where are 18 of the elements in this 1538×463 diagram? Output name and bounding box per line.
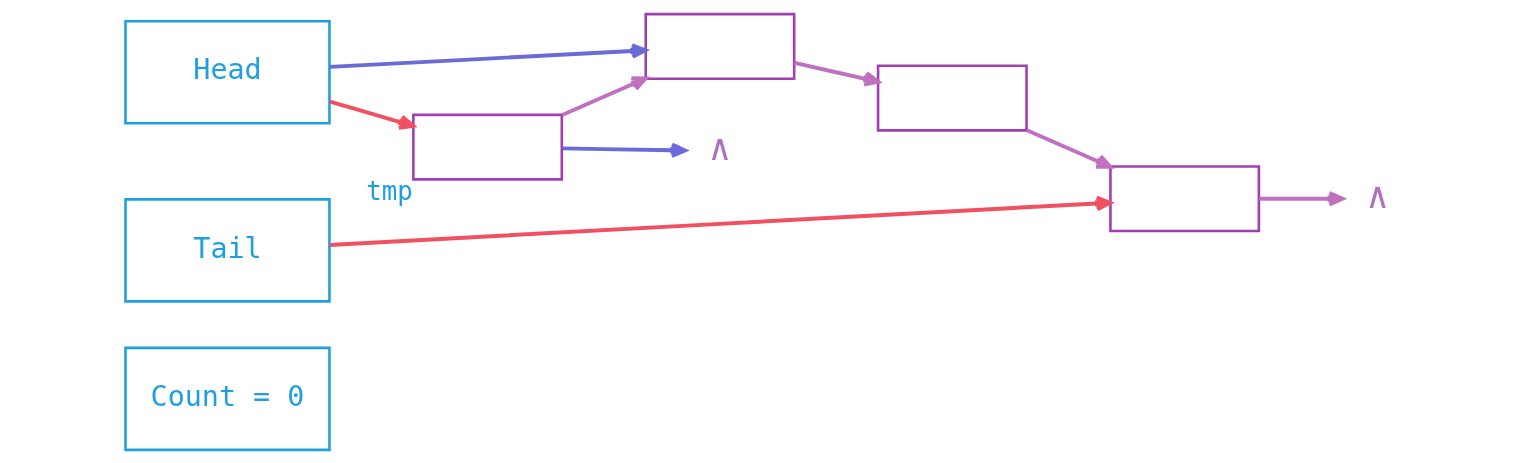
node-box: Count = 0	[124, 346, 331, 451]
arrow	[329, 42, 648, 69]
arrow	[794, 60, 880, 86]
arrow	[562, 141, 687, 158]
node-text: ∧	[1366, 173, 1389, 217]
node-box: Tail	[124, 197, 331, 303]
node-box	[1109, 164, 1261, 232]
node-box	[644, 12, 796, 80]
node-label: tmp	[366, 175, 413, 206]
node-box	[412, 113, 564, 181]
arrow	[329, 99, 415, 130]
arrow	[561, 75, 648, 117]
arrow	[1026, 127, 1113, 169]
node-box	[876, 64, 1028, 132]
arrow	[329, 195, 1112, 247]
node-text: ∧	[709, 125, 731, 169]
arrow	[1259, 190, 1345, 206]
node-box: Head	[124, 19, 331, 125]
